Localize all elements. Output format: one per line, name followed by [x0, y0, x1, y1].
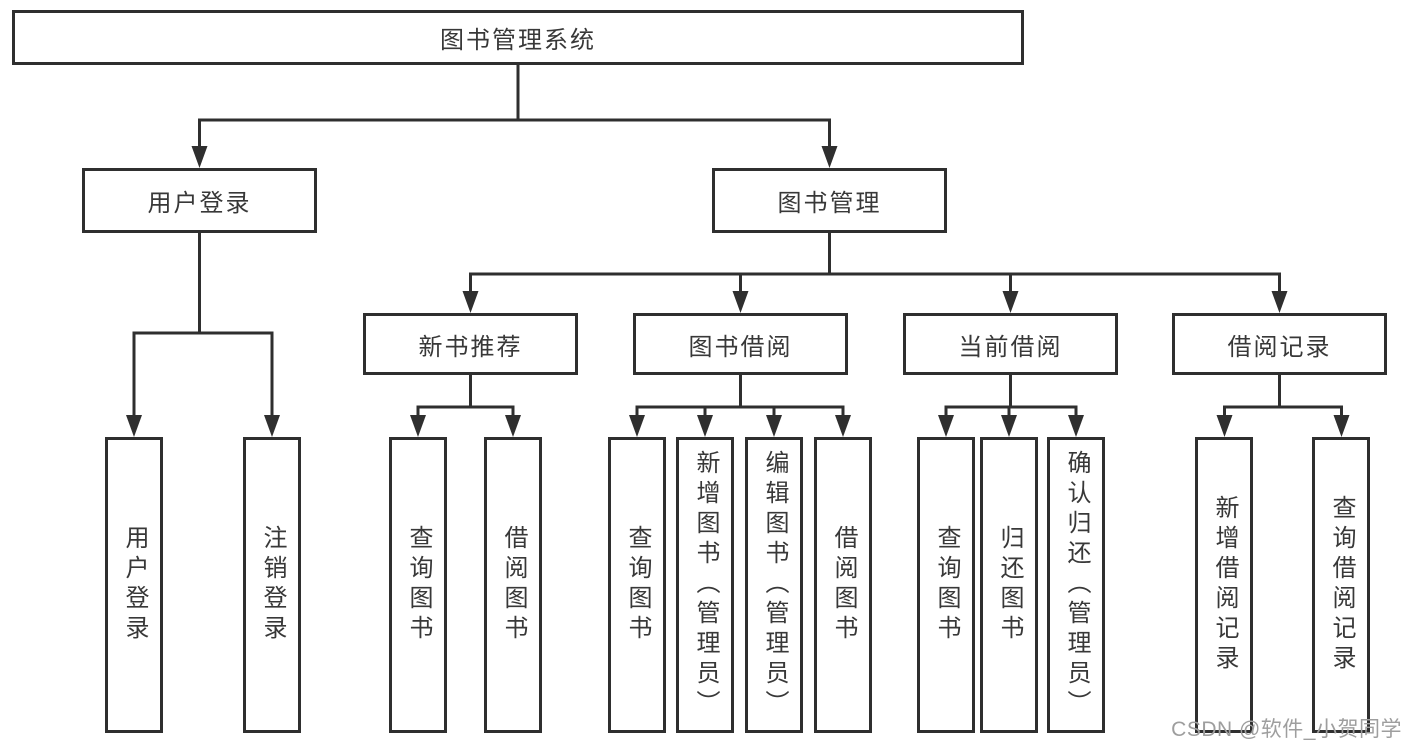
node-label: 图书管理系统	[440, 27, 596, 54]
node-label: 当前借阅	[958, 333, 1063, 361]
node-label: 查询图书	[933, 525, 960, 645]
node-label: 用户登录	[147, 190, 252, 217]
node-label: 借阅图书	[830, 525, 857, 645]
connector-paths	[132, 65, 1343, 419]
node-leaf-query-books-3: 查询图书	[917, 437, 975, 733]
node-book-management: 图书管理	[712, 168, 947, 233]
node-leaf-query-books-2: 查询图书	[608, 437, 666, 733]
node-label: 借阅记录	[1227, 333, 1332, 361]
node-label: 查询图书	[624, 525, 651, 645]
node-label: 注销登录	[259, 525, 286, 645]
node-leaf-user-login: 用户登录	[105, 437, 163, 733]
node-label: 查询借阅记录	[1328, 495, 1355, 675]
node-label: 新增借阅记录	[1211, 495, 1238, 675]
node-label: 新书推荐	[418, 333, 523, 361]
node-label: 图书借阅	[688, 333, 793, 361]
node-current-borrow: 当前借阅	[903, 313, 1118, 375]
node-leaf-query-borrow-record: 查询借阅记录	[1312, 437, 1370, 733]
node-label: 编辑图书（管理员）	[761, 450, 788, 720]
node-label: 图书管理	[777, 190, 882, 217]
node-label: 用户登录	[121, 525, 148, 645]
node-leaf-add-book-admin: 新增图书（管理员）	[676, 437, 734, 733]
node-leaf-return-book: 归还图书	[980, 437, 1038, 733]
node-leaf-add-borrow-record: 新增借阅记录	[1195, 437, 1253, 733]
node-label: 归还图书	[996, 525, 1023, 645]
arrowhead-icons	[126, 146, 1350, 437]
node-leaf-edit-book-admin: 编辑图书（管理员）	[745, 437, 803, 733]
csdn-watermark: CSDN @软件_小贺同学	[1171, 718, 1402, 741]
node-label: 查询图书	[405, 525, 432, 645]
node-label: 新增图书（管理员）	[692, 450, 719, 720]
node-book-borrow: 图书借阅	[633, 313, 848, 375]
node-leaf-borrow-books-1: 借阅图书	[484, 437, 542, 733]
node-leaf-query-books-1: 查询图书	[389, 437, 447, 733]
node-label: 借阅图书	[500, 525, 527, 645]
node-label: 确认归还（管理员）	[1063, 450, 1090, 720]
node-borrow-records: 借阅记录	[1172, 313, 1387, 375]
node-user-login: 用户登录	[82, 168, 317, 233]
node-new-book-recommend: 新书推荐	[363, 313, 578, 375]
node-leaf-borrow-books-2: 借阅图书	[814, 437, 872, 733]
node-system-root: 图书管理系统	[12, 10, 1024, 65]
node-leaf-confirm-return-admin: 确认归还（管理员）	[1047, 437, 1105, 733]
node-leaf-logout: 注销登录	[243, 437, 301, 733]
